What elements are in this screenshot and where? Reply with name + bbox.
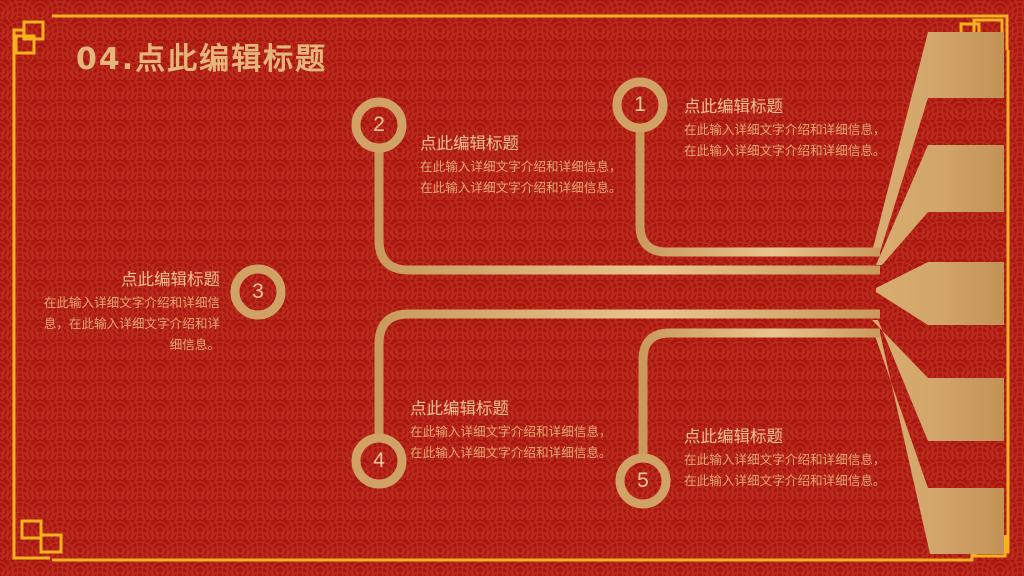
step-number-5: 5 xyxy=(637,469,649,492)
page-title[interactable]: 04.点此编辑标题 xyxy=(76,42,328,77)
step-item-1[interactable]: 点此编辑标题 在此输入详细文字介绍和详细信息，在此输入详细文字介绍和详细信息。 xyxy=(684,95,894,161)
step-heading[interactable]: 点此编辑标题 xyxy=(684,97,783,116)
step-circles xyxy=(230,77,671,509)
step-number-2: 2 xyxy=(373,113,385,136)
step-item-5[interactable]: 点此编辑标题 在此输入详细文字介绍和详细信息，在此输入详细文字介绍和详细信息。 xyxy=(684,425,894,491)
step-body[interactable]: 在此输入详细文字介绍和详细信息，在此输入详细文字介绍和详细信息。 xyxy=(410,424,612,460)
step-item-3[interactable]: 点此编辑标题 在此输入详细文字介绍和详细信息，在此输入详细文字介绍和详细信息。 xyxy=(34,268,220,355)
step-item-2[interactable]: 点此编辑标题 在此输入详细文字介绍和详细信息，在此输入详细文字介绍和详细信息。 xyxy=(420,132,630,198)
step-heading[interactable]: 点此编辑标题 xyxy=(121,270,220,289)
step-item-4[interactable]: 点此编辑标题 在此输入详细文字介绍和详细信息，在此输入详细文字介绍和详细信息。 xyxy=(410,397,620,463)
step-body[interactable]: 在此输入详细文字介绍和详细信息，在此输入详细文字介绍和详细信息。 xyxy=(420,159,622,195)
step-number-4: 4 xyxy=(373,449,385,472)
step-body[interactable]: 在此输入详细文字介绍和详细信息，在此输入详细文字介绍和详细信息。 xyxy=(684,452,886,488)
connector-lines xyxy=(286,130,880,456)
step-body[interactable]: 在此输入详细文字介绍和详细信息，在此输入详细文字介绍和详细信息。 xyxy=(43,295,220,352)
step-heading[interactable]: 点此编辑标题 xyxy=(420,134,519,153)
step-number-3: 3 xyxy=(252,280,264,303)
step-body[interactable]: 在此输入详细文字介绍和详细信息，在此输入详细文字介绍和详细信息。 xyxy=(684,122,886,158)
ribbon-banners xyxy=(872,32,1004,554)
step-heading[interactable]: 点此编辑标题 xyxy=(684,427,783,446)
decorative-frame xyxy=(12,14,1010,562)
step-number-1: 1 xyxy=(634,93,646,116)
step-heading[interactable]: 点此编辑标题 xyxy=(410,399,509,418)
